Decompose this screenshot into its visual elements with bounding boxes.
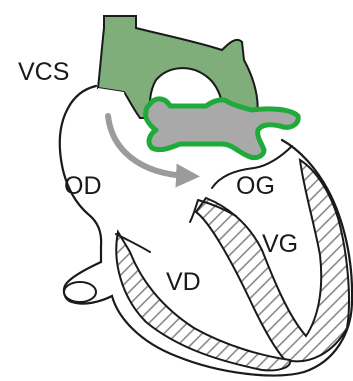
label-og: OG — [236, 172, 275, 200]
ductus-arteriosus — [146, 99, 299, 158]
label-vg: VG — [262, 230, 298, 258]
label-vd: VD — [166, 268, 201, 296]
label-od: OD — [64, 172, 102, 200]
label-vcs: VCS — [18, 58, 69, 86]
inferior-vena-cava — [64, 282, 96, 302]
